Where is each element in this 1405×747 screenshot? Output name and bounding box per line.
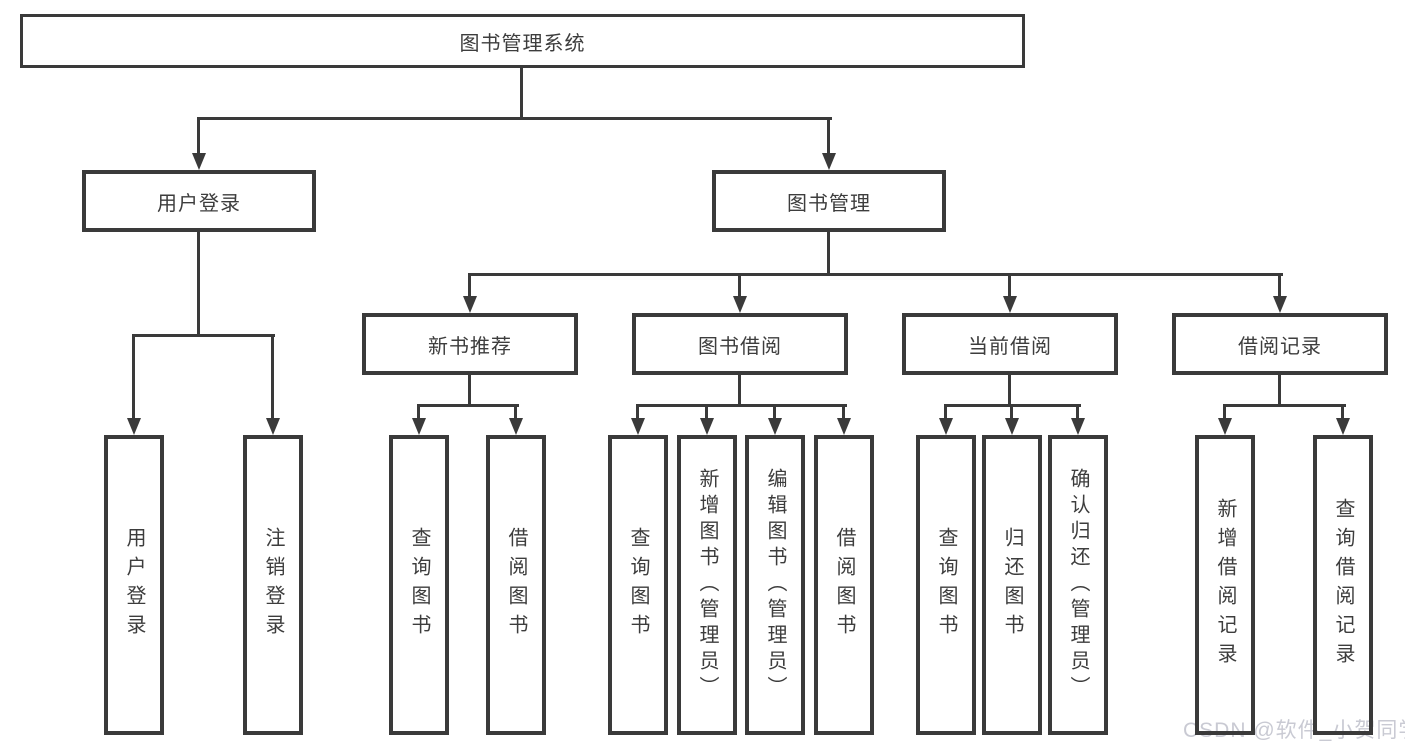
node-borrowing-records-label: 借阅记录 (1238, 335, 1322, 358)
leaf-confirm-return-admin: 确认归还（管理员） (1048, 435, 1108, 735)
connector-line (1008, 273, 1011, 296)
connector-arrowhead (733, 296, 747, 313)
leaf-user-login: 用户登录 (104, 435, 164, 735)
connector-line (636, 404, 847, 407)
leaf-add-books-admin-label: 新增图书（管理员） (696, 468, 718, 702)
leaf-borrow-books-recommend-label: 借阅图书 (505, 527, 527, 643)
node-new-book-recommend-label: 新书推荐 (428, 335, 512, 358)
connector-line (197, 117, 832, 120)
leaf-return-books: 归还图书 (982, 435, 1042, 735)
leaf-confirm-return-admin-label: 确认归还（管理员） (1067, 468, 1089, 702)
connector-arrowhead (1336, 418, 1350, 435)
leaf-query-borrow-record-label: 查询借阅记录 (1332, 498, 1354, 672)
connector-arrowhead (700, 418, 714, 435)
connector-line (520, 68, 523, 119)
connector-line (197, 232, 200, 337)
connector-line (636, 404, 639, 419)
connector-line (1278, 375, 1281, 407)
connector-line (1223, 404, 1346, 407)
leaf-query-books-recommend: 查询图书 (389, 435, 449, 735)
leaf-query-books-borrowing-label: 查询图书 (627, 527, 649, 643)
connector-arrowhead (509, 418, 523, 435)
connector-arrowhead (412, 418, 426, 435)
connector-line (132, 334, 275, 337)
connector-arrowhead (127, 418, 141, 435)
connector-line (468, 273, 471, 296)
connector-arrowhead (1003, 296, 1017, 313)
leaf-return-books-label: 归还图书 (1001, 527, 1023, 643)
connector-arrowhead (1218, 418, 1232, 435)
leaf-borrow-books-borrowing: 借阅图书 (814, 435, 874, 735)
node-current-borrowing-label: 当前借阅 (968, 335, 1052, 358)
connector-line (827, 232, 830, 276)
connector-arrowhead (463, 296, 477, 313)
connector-line (1008, 375, 1011, 407)
leaf-query-books-current: 查询图书 (916, 435, 976, 735)
connector-arrowhead (192, 153, 206, 170)
connector-arrowhead (266, 418, 280, 435)
node-book-management: 图书管理 (712, 170, 946, 232)
connector-line (197, 117, 200, 154)
node-current-borrowing: 当前借阅 (902, 313, 1118, 375)
connector-arrowhead (1071, 418, 1085, 435)
node-root-label: 图书管理系统 (459, 32, 586, 55)
connector-line (514, 404, 517, 419)
node-book-management-label: 图书管理 (787, 192, 871, 215)
leaf-edit-books-admin-label: 编辑图书（管理员） (764, 468, 786, 702)
connector-line (417, 404, 519, 407)
connector-line (1010, 404, 1013, 419)
connector-arrowhead (822, 153, 836, 170)
node-book-borrowing-label: 图书借阅 (698, 335, 782, 358)
connector-line (468, 273, 1283, 276)
connector-line (132, 334, 135, 418)
leaf-edit-books-admin: 编辑图书（管理员） (745, 435, 805, 735)
leaf-add-books-admin: 新增图书（管理员） (677, 435, 737, 735)
connector-arrowhead (837, 418, 851, 435)
connector-line (738, 375, 741, 407)
connector-line (468, 375, 471, 407)
connector-line (1076, 404, 1079, 419)
leaf-add-borrow-record-label: 新增借阅记录 (1214, 498, 1236, 672)
node-new-book-recommend: 新书推荐 (362, 313, 578, 375)
connector-line (738, 273, 741, 296)
watermark: CSDN @软件_小贺同学 (1183, 719, 1405, 742)
leaf-query-borrow-record: 查询借阅记录 (1313, 435, 1373, 735)
connector-arrowhead (1273, 296, 1287, 313)
leaf-query-books-borrowing: 查询图书 (608, 435, 668, 735)
connector-line (773, 404, 776, 419)
connector-arrowhead (631, 418, 645, 435)
leaf-logout-label: 注销登录 (262, 527, 284, 643)
connector-arrowhead (939, 418, 953, 435)
connector-line (417, 404, 420, 419)
leaf-user-login-label: 用户登录 (123, 527, 145, 643)
connector-line (827, 117, 830, 154)
leaf-borrow-books-recommend: 借阅图书 (486, 435, 546, 735)
connector-line (842, 404, 845, 419)
leaf-logout: 注销登录 (243, 435, 303, 735)
node-book-borrowing: 图书借阅 (632, 313, 848, 375)
node-borrowing-records: 借阅记录 (1172, 313, 1388, 375)
connector-line (1223, 404, 1226, 419)
node-user-login-label: 用户登录 (157, 192, 241, 215)
leaf-query-books-current-label: 查询图书 (935, 527, 957, 643)
connector-line (1341, 404, 1344, 419)
node-user-login: 用户登录 (82, 170, 316, 232)
connector-line (1278, 273, 1281, 296)
leaf-add-borrow-record: 新增借阅记录 (1195, 435, 1255, 735)
leaf-borrow-books-borrowing-label: 借阅图书 (833, 527, 855, 643)
connector-line (944, 404, 947, 419)
connector-arrowhead (768, 418, 782, 435)
node-root: 图书管理系统 (20, 14, 1025, 68)
connector-line (271, 334, 274, 418)
leaf-query-books-recommend-label: 查询图书 (408, 527, 430, 643)
connector-arrowhead (1005, 418, 1019, 435)
connector-line (705, 404, 708, 419)
